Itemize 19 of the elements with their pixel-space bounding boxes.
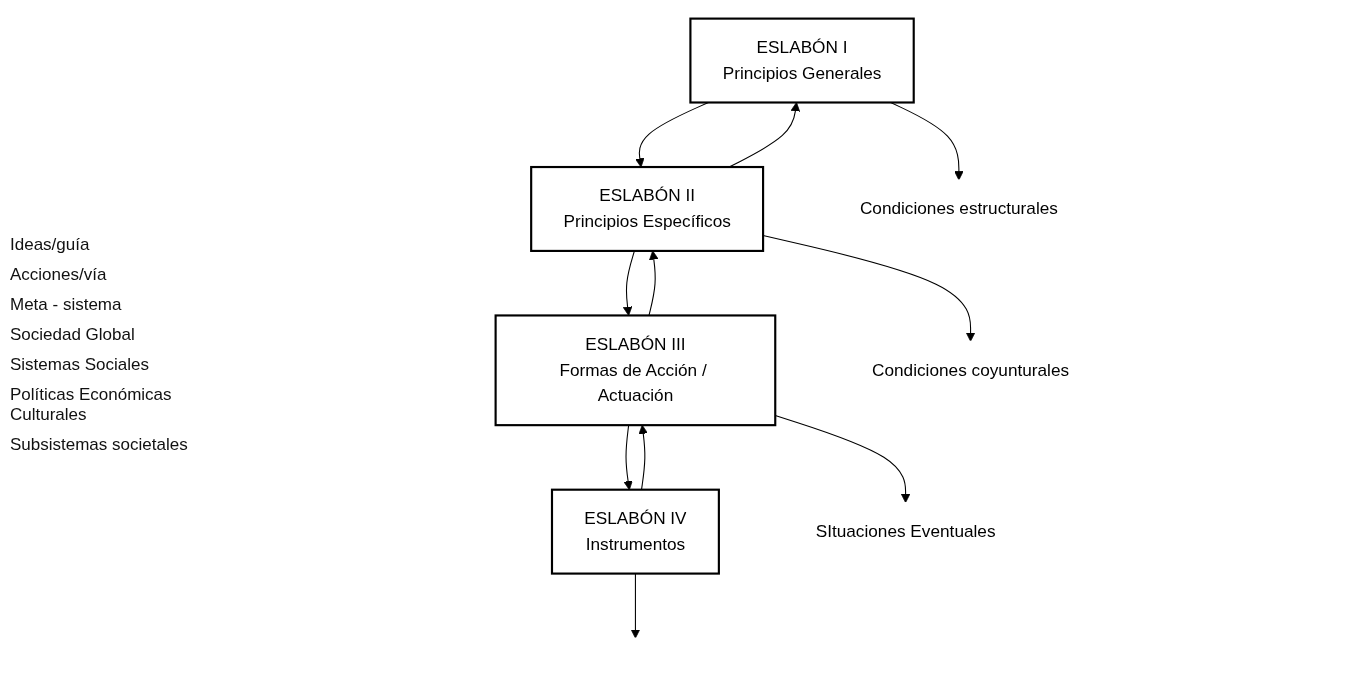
note-text: Ideas/guía [10, 234, 91, 255]
note-text: Subsistemas societales [10, 434, 189, 455]
node-text: Condiciones coyunturales [871, 360, 1069, 379]
node-box: ESLABÓN I Principios Generales [688, 17, 915, 104]
note-text: Sistemas Sociales [10, 354, 150, 375]
note-text: Sociedad Global [10, 324, 136, 345]
note-text: Políticas Económicas Culturales [10, 384, 173, 425]
note-text: Acciones/vía [10, 264, 108, 285]
arrow [774, 414, 910, 504]
arrow [762, 235, 975, 342]
node-box: ESLABÓN III Formas de Acción / Actuación [494, 314, 776, 427]
arrow [647, 250, 658, 316]
note-text: Meta - sistema [10, 294, 123, 315]
arrow [622, 250, 635, 316]
arrow [630, 573, 640, 639]
node-box: ESLABÓN II Principios Específicos [529, 165, 764, 252]
node-text: Condiciones estructurales [859, 199, 1058, 218]
node-box: ESLABÓN IV Instrumentos [550, 488, 720, 575]
node-text: SItuaciones Eventuales [815, 521, 996, 541]
